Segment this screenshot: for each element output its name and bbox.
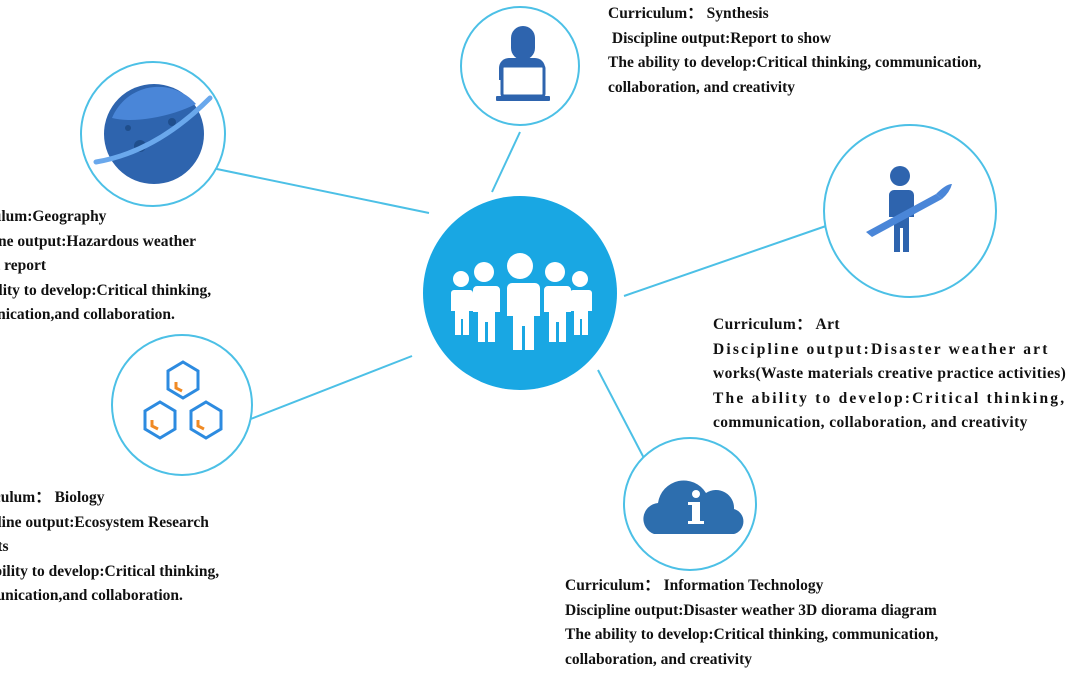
art-description: Curriculum： Art Discipline output:Disast… — [713, 313, 1066, 436]
hexagon-molecule-icon — [143, 360, 223, 440]
synthesis-ability-label: The ability to develop:Critical thinking… — [608, 54, 982, 71]
information-technology-ability-continued: collaboration, and creativity — [565, 650, 752, 668]
connectors — [211, 131, 827, 463]
information-technology-description: Curriculum： Information Technology Disci… — [565, 574, 938, 672]
connector-art — [623, 225, 827, 297]
biology-curriculum-label: Curriculum： Biology — [0, 489, 105, 506]
information-technology-output-label: Discipline output:Disaster weather 3D di… — [565, 601, 937, 619]
group-of-people-icon — [451, 253, 592, 350]
biology-node — [111, 334, 253, 476]
geography-node — [80, 61, 226, 207]
geography-ability-label: The ability to develop:Critical thinking… — [0, 281, 212, 299]
biology-description: Curriculum： Biology Discipline output:Ec… — [0, 486, 219, 609]
connector-biology — [247, 355, 413, 421]
art-ability-label: The ability to develop:Critical thinking… — [713, 389, 1067, 407]
geography-output-label: Discipline output:Hazardous weather — [0, 232, 196, 250]
geography-ability-continued: communication,and collaboration. — [0, 306, 175, 323]
art-ability-continued: communication, collaboration, and creati… — [713, 414, 1028, 431]
art-output-label: Discipline output:Disaster weather art — [713, 340, 1050, 358]
person-at-laptop-icon — [496, 26, 550, 101]
synthesis-description: Curriculum： Synthesis Discipline output:… — [608, 2, 981, 100]
art-output-continued: works(Waste materials creative practice … — [713, 365, 1067, 382]
biology-ability-label: The ability to develop:Critical thinking… — [0, 562, 220, 580]
synthesis-curriculum-label: Curriculum： Synthesis — [608, 5, 769, 22]
biology-output-label: Discipline output:Ecosystem Research — [0, 513, 209, 531]
geography-description: Curriculum:Geography Discipline output:H… — [0, 205, 211, 328]
connector-information-technology — [597, 369, 647, 463]
geography-output-continued: forecast report — [0, 257, 46, 274]
biology-circle — [111, 334, 253, 476]
synthesis-output-label: Discipline output:Report to show — [608, 29, 832, 47]
information-technology-node — [623, 437, 757, 571]
information-technology-ability-label: The ability to develop:Critical thinking… — [565, 626, 939, 643]
geography-curriculum-label: Curriculum:Geography — [0, 208, 107, 225]
connector-synthesis — [491, 131, 521, 193]
art-node — [823, 124, 997, 298]
synthesis-ability-continued: collaboration, and creativity — [608, 78, 795, 96]
info-cloud-icon — [643, 480, 744, 534]
biology-ability-continued: communication,and collaboration. — [0, 587, 183, 604]
planet-icon — [93, 84, 213, 184]
biology-output-continued: Reports — [0, 538, 9, 555]
synthesis-node — [460, 6, 580, 126]
connector-geography — [211, 167, 430, 214]
hub-node — [423, 196, 617, 390]
information-technology-curriculum-label: Curriculum： Information Technology — [565, 577, 824, 594]
art-curriculum-label: Curriculum： Art — [713, 316, 840, 333]
person-with-paintbrush-icon — [866, 166, 952, 252]
